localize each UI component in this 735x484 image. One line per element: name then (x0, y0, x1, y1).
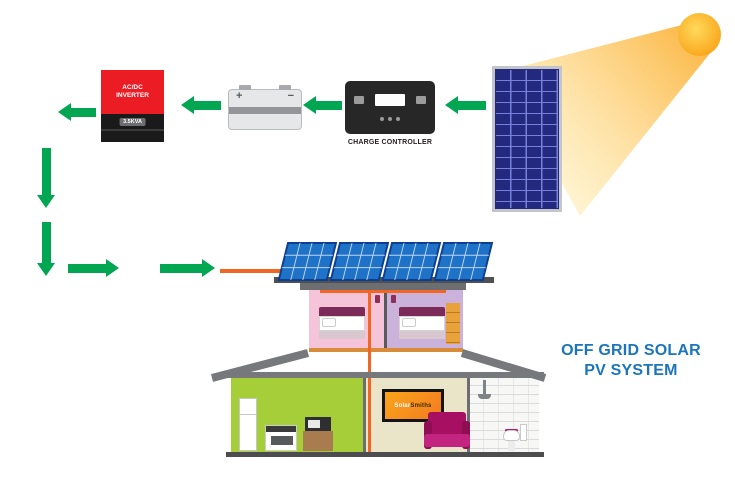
wire-ceiling-run (320, 290, 446, 293)
fridge (239, 398, 257, 451)
sofa (424, 412, 470, 452)
toilet-bowl (503, 430, 520, 441)
arrow-head-icon (106, 259, 119, 277)
wall-lamp-icon (375, 295, 380, 303)
bed-pillow (322, 318, 336, 327)
controller-button (388, 117, 392, 121)
tv-brand-first: Solar (394, 402, 411, 409)
battery: + − (228, 85, 302, 130)
arrow-right-2 (160, 259, 215, 277)
toilet-tank (520, 424, 527, 441)
arrow-shaft (71, 107, 96, 117)
upper-floor-strip (309, 348, 463, 352)
ground-wall-divider (363, 377, 366, 454)
bed-headboard (399, 307, 445, 316)
microwave (305, 417, 331, 431)
arrow-head-icon (181, 96, 194, 114)
controller-button (380, 117, 384, 121)
arrow-battery-to-inverter (181, 96, 221, 114)
upper-wall-divider (384, 289, 387, 352)
house-upper-floor (309, 289, 463, 352)
sofa-back (428, 412, 466, 437)
bed-base (399, 331, 445, 339)
inverter-rating-badge: 3.5KVA (119, 118, 146, 126)
battery-stripe (229, 107, 301, 114)
controller-port-right (416, 96, 426, 104)
arrow-head-icon (445, 96, 458, 114)
solar-panel-module (492, 66, 562, 212)
bed-pillow (402, 318, 416, 327)
tv-brand-second: Smiths (410, 402, 432, 409)
ac-dc-inverter: AC/DC INVERTER 3.5KVA (101, 70, 164, 142)
battery-plus-sign: + (236, 90, 243, 102)
arrow-shaft (316, 100, 342, 110)
arrow-panel-to-controller (445, 96, 486, 114)
charge-controller (345, 81, 435, 134)
bathroom (469, 377, 539, 454)
stove-cooktop (266, 426, 296, 432)
arrow-head-icon (37, 195, 55, 208)
title-line-1: OFF GRID SOLAR (561, 342, 701, 359)
shower-head (478, 394, 491, 399)
battery-terminal-positive (239, 85, 251, 90)
arrow-head-icon (58, 103, 71, 121)
arrow-head-icon (303, 96, 316, 114)
house-foundation (226, 452, 544, 457)
charge-controller-label: CHARGE CONTROLLER (347, 139, 433, 146)
oven-window (271, 436, 293, 445)
arrow-down-1 (37, 148, 55, 208)
stove (265, 425, 297, 451)
sun-icon (678, 13, 721, 56)
arrow-head-icon (37, 263, 55, 276)
arrow-shaft (194, 100, 221, 110)
arrow-shaft (458, 100, 486, 110)
shower-pipe (483, 380, 486, 394)
bed-left (319, 307, 365, 339)
inverter-label: AC/DC INVERTER (101, 70, 164, 114)
arrow-right-1 (68, 259, 119, 277)
wire-drop (368, 290, 371, 452)
battery-terminal-negative (279, 85, 291, 90)
bed-base (319, 331, 365, 339)
arrow-shaft (41, 148, 51, 195)
bed-right (399, 307, 445, 339)
toilet (503, 424, 527, 452)
sofa-seat (424, 434, 470, 447)
title-line-2: PV SYSTEM (584, 362, 678, 379)
wire-feed (220, 269, 282, 273)
controller-button (396, 117, 400, 121)
arrow-shaft (41, 222, 51, 263)
controller-display (375, 94, 405, 106)
controller-port-left (354, 96, 364, 104)
arrow-down-2 (37, 222, 55, 276)
arrow-inverter-out (58, 103, 96, 121)
ground-wall-divider (467, 377, 470, 454)
arrow-shaft (160, 263, 202, 273)
arrow-shaft (68, 263, 106, 273)
kitchen-table (303, 431, 333, 451)
arrow-controller-to-battery (303, 96, 342, 114)
page-title: OFF GRID SOLAR PV SYSTEM (546, 341, 716, 381)
inverter-body: 3.5KVA (101, 114, 164, 142)
bed-headboard (319, 307, 365, 316)
toilet-pedestal (508, 441, 515, 451)
battery-minus-sign: − (287, 90, 294, 102)
arrow-head-icon (202, 259, 215, 277)
dresser (446, 303, 460, 344)
wall-lamp-icon (391, 295, 396, 303)
